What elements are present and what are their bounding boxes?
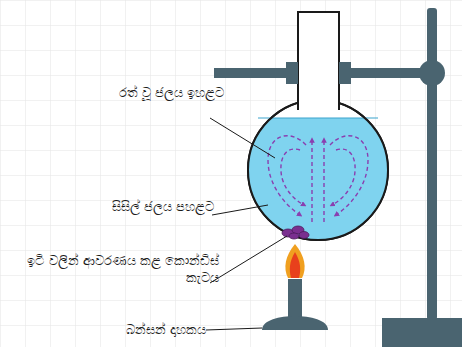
label-text: ඉටි වලින් ආවරණය කළ කොන්ඩිස් කැටය bbox=[3, 252, 219, 286]
stand-rod bbox=[427, 8, 437, 320]
leader-lines bbox=[206, 118, 287, 330]
burner-base bbox=[262, 316, 328, 330]
label-text: බන්සන් දාහකය bbox=[46, 321, 206, 338]
flask-neck bbox=[298, 12, 339, 110]
stand-base bbox=[382, 318, 462, 347]
flask-neck-fill bbox=[298, 12, 339, 112]
clamp-jaw bbox=[339, 62, 351, 84]
convection-currents bbox=[268, 136, 368, 222]
flame bbox=[285, 244, 304, 278]
label-text: රත් වූ ජලය ඉහළට bbox=[106, 84, 224, 101]
boss-head bbox=[419, 60, 445, 86]
flask-outline bbox=[248, 100, 388, 240]
water bbox=[240, 118, 400, 248]
flame-core bbox=[290, 252, 300, 278]
label-text: සිසිල් ජලය පහළට bbox=[106, 198, 214, 215]
burner-tube bbox=[288, 279, 302, 319]
water-surface bbox=[258, 118, 378, 119]
clamp-jaw bbox=[286, 62, 298, 84]
